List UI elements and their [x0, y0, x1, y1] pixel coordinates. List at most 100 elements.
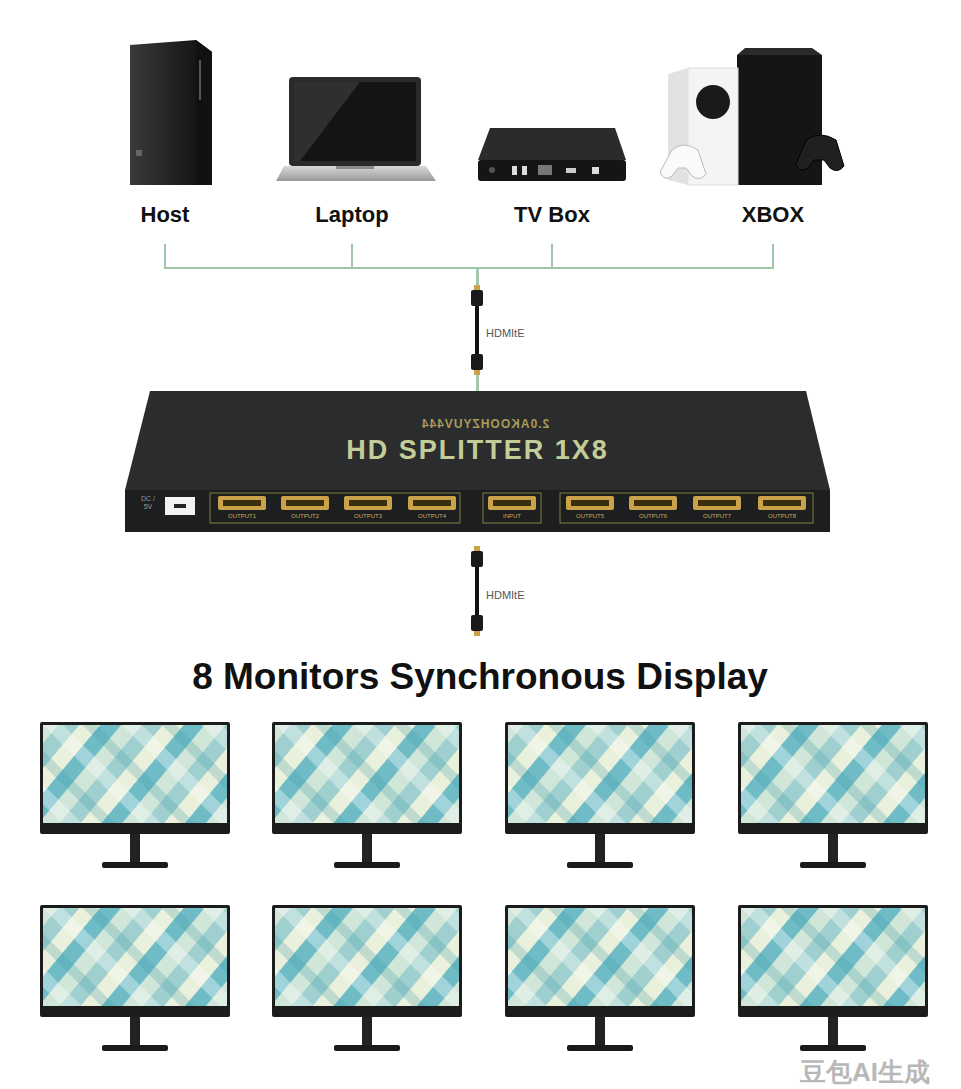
- hdmi-wire: [475, 567, 479, 615]
- xbox-icon: [660, 48, 844, 185]
- model-label: 2.0AKOOHZYUV444: [421, 417, 549, 431]
- hdmi-plug-tip: [474, 370, 480, 375]
- laptop-glare: [294, 82, 360, 161]
- laptop-screen: [294, 82, 416, 161]
- hdmi-port: [758, 496, 806, 510]
- diagram-title: 8 Monitors Synchronous Display: [192, 656, 768, 698]
- monitor: [40, 905, 230, 1051]
- hdmi-port: [408, 496, 456, 510]
- device-label-box: XBOX: [736, 200, 810, 230]
- hdmi-ports: [218, 496, 806, 510]
- splitter-body: HD SPLITTER 1X8: [125, 392, 830, 490]
- hdmi-connection-line: [478, 244, 552, 392]
- white-controller: [660, 145, 706, 179]
- cable-label: HDMItE: [486, 589, 525, 601]
- port-label: OUTPUT2: [291, 513, 319, 519]
- hdmi-connection-line: [478, 244, 773, 392]
- watermark: 豆包AI生成: [800, 1055, 930, 1089]
- port-hole: [634, 500, 672, 506]
- port-group-outline: [560, 493, 813, 523]
- device-name: Host: [141, 202, 190, 228]
- tvbox-front: [478, 160, 626, 181]
- hdmi-port: [218, 496, 266, 510]
- xbox-x-top: [737, 48, 822, 55]
- port-group-outline: [210, 493, 460, 523]
- hdmi-wire: [475, 306, 479, 354]
- port-hole: [413, 500, 451, 506]
- monitor: [272, 722, 462, 868]
- tvbox-port: [538, 165, 552, 175]
- port-label: OUTPUT4: [418, 513, 446, 519]
- device-name: TV Box: [514, 202, 590, 228]
- hdmi-connection-line: [352, 244, 478, 392]
- device-label-box: TV Box: [508, 200, 596, 230]
- hdmi-port: [281, 496, 329, 510]
- hdmi-port: [344, 496, 392, 510]
- tvbox-top: [478, 128, 626, 160]
- tower-button: [136, 150, 142, 156]
- tvbox-port: [489, 167, 495, 173]
- hdmi-port-holes: [223, 500, 801, 506]
- monitor: [40, 722, 230, 868]
- splitter-front-face: [125, 490, 830, 532]
- hdmi-plug-tip: [474, 546, 480, 551]
- monitor: [738, 905, 928, 1051]
- hdmi-port: [488, 496, 536, 510]
- host-tower-icon: [130, 40, 212, 185]
- product-name: HD SPLITTER 1X8: [346, 435, 609, 466]
- hdmi-connection-line: [165, 244, 478, 392]
- tower-body: [130, 40, 212, 185]
- device-label-box: Host: [135, 200, 196, 230]
- port-label: OUTPUT7: [703, 513, 731, 519]
- port-group-outline: [483, 493, 541, 523]
- port-hole: [223, 500, 261, 506]
- laptop-icon: [276, 77, 436, 181]
- port-label: OUTPUT1: [228, 513, 256, 519]
- hdmi-plug: [471, 615, 483, 631]
- splitter-top-face: [125, 391, 830, 490]
- hdmi-cable-icon: [471, 546, 483, 636]
- port-hole: [493, 500, 531, 506]
- monitor: [272, 905, 462, 1051]
- port-hole: [571, 500, 609, 506]
- hdmi-port: [693, 496, 741, 510]
- device-name: XBOX: [742, 202, 804, 228]
- device-label-box: Laptop: [309, 200, 394, 230]
- tvbox-port: [512, 166, 517, 175]
- hdmi-port: [629, 496, 677, 510]
- port-label: OUTPUT8: [768, 513, 796, 519]
- monitor: [738, 722, 928, 868]
- port-label: INPUT: [503, 513, 521, 519]
- power-label: DC / 5V: [141, 495, 155, 511]
- tower-side: [196, 40, 212, 185]
- hdmi-plug: [471, 290, 483, 306]
- port-hole: [698, 500, 736, 506]
- tvbox-port: [566, 168, 576, 173]
- cable-label: HDMItE: [486, 327, 525, 339]
- xbox-s-vent: [696, 85, 730, 119]
- port-hole: [349, 500, 387, 506]
- power-socket-hole: [174, 504, 186, 508]
- power-socket: [165, 497, 195, 515]
- tv-box-icon: [478, 128, 626, 181]
- hdmi-plug: [471, 354, 483, 370]
- port-label: OUTPUT5: [576, 513, 604, 519]
- splitter-housing: [125, 391, 830, 532]
- laptop-base: [276, 166, 436, 181]
- hdmi-plug: [471, 551, 483, 567]
- tvbox-port: [522, 166, 527, 175]
- hdmi-plug-tip: [474, 631, 480, 636]
- black-controller: [796, 135, 844, 171]
- port-hole: [763, 500, 801, 506]
- device-name: Laptop: [315, 202, 388, 228]
- port-label: OUTPUT6: [639, 513, 667, 519]
- tvbox-port: [592, 167, 599, 174]
- hdmi-plug-tip: [474, 285, 480, 290]
- hdmi-port: [566, 496, 614, 510]
- port-label: OUTPUT3: [354, 513, 382, 519]
- monitor: [505, 905, 695, 1051]
- laptop-lid: [289, 77, 421, 166]
- tower-light: [199, 60, 201, 100]
